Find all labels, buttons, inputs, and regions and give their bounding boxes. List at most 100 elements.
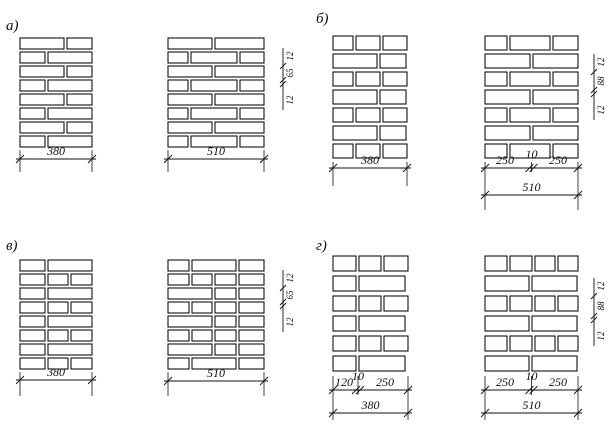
brick [332, 71, 354, 87]
dimension-label-510: 510 [523, 180, 541, 194]
brick [19, 107, 46, 120]
brick [238, 273, 265, 286]
brick [509, 107, 551, 123]
brick [47, 357, 69, 370]
dim-tick [279, 62, 287, 70]
brick [358, 315, 406, 332]
dimension-label-250: 250 [376, 375, 394, 389]
brick [167, 287, 213, 300]
brick [484, 53, 531, 69]
brick [167, 315, 213, 328]
brick [19, 93, 65, 106]
brick [19, 65, 65, 78]
dim-tick [480, 190, 490, 200]
brick [355, 143, 381, 159]
brick [382, 107, 408, 123]
vertical-dimension-label: 12 [596, 331, 606, 341]
brick [19, 135, 46, 148]
vertical-dimension-label: 12 [285, 273, 295, 283]
dim-tick [480, 408, 490, 418]
brick [167, 121, 213, 134]
dim-tick [279, 80, 287, 88]
brick [214, 343, 237, 356]
brick [19, 273, 46, 286]
brick [167, 301, 190, 314]
brick [358, 295, 382, 312]
brick [167, 37, 213, 50]
brick [167, 343, 213, 356]
brick [19, 301, 46, 314]
brick [358, 275, 406, 292]
dimension-label-510: 510 [207, 366, 225, 380]
brick [484, 71, 508, 87]
dimension-label-250: 250 [496, 153, 514, 167]
brick [214, 301, 237, 314]
brick [238, 287, 265, 300]
brick [214, 65, 265, 78]
brick [509, 295, 533, 312]
dim-tick [590, 312, 598, 320]
brick [214, 37, 265, 50]
dim-tick [328, 408, 338, 418]
dim-tick [529, 385, 538, 395]
brick [552, 71, 579, 87]
brick [332, 255, 357, 272]
vertical-dimension-label: 12 [285, 95, 295, 105]
brick [484, 275, 530, 292]
brick [47, 301, 69, 314]
dim-tick [529, 163, 538, 173]
vertical-dimension-label: 12 [596, 105, 606, 115]
brick [379, 53, 407, 69]
brick [238, 259, 265, 272]
brick [191, 259, 237, 272]
dim-tick [573, 408, 583, 418]
dim-tick [355, 385, 365, 395]
dim-tick [403, 408, 413, 418]
vertical-dimension-label: 12 [596, 57, 606, 67]
brick [167, 357, 190, 370]
brick [19, 51, 46, 64]
brick [534, 255, 556, 272]
brick [484, 89, 531, 105]
brick [509, 335, 533, 352]
dimension-label-380: 380 [46, 365, 65, 379]
brick [509, 255, 533, 272]
dimension-label-380: 380 [361, 398, 380, 412]
brick [238, 343, 265, 356]
brick [383, 255, 409, 272]
brick [332, 275, 357, 292]
brick [332, 53, 378, 69]
brick [167, 65, 213, 78]
brick [47, 329, 69, 342]
brick [19, 357, 46, 370]
dim-tick [480, 385, 490, 395]
brick [358, 355, 406, 372]
brick [534, 335, 556, 352]
brick [382, 143, 408, 159]
brick [509, 71, 551, 87]
dim-tick [403, 385, 413, 395]
vertical-dimension-label: 65 [285, 290, 295, 300]
brick [484, 107, 508, 123]
vertical-dimension-label: 12 [596, 281, 606, 291]
brick [214, 93, 265, 106]
brick [238, 357, 265, 370]
dimension-label-380: 380 [360, 153, 379, 167]
brick [484, 335, 508, 352]
dim-tick [279, 284, 287, 292]
brick [358, 335, 382, 352]
brick [214, 121, 265, 134]
dimension-label-10: 10 [526, 369, 538, 383]
panel-label-b: б) [316, 11, 329, 27]
brick [167, 107, 189, 120]
brick [484, 125, 531, 141]
brick [531, 275, 578, 292]
brick [167, 79, 189, 92]
brick [332, 125, 378, 141]
dim-tick [163, 376, 173, 386]
